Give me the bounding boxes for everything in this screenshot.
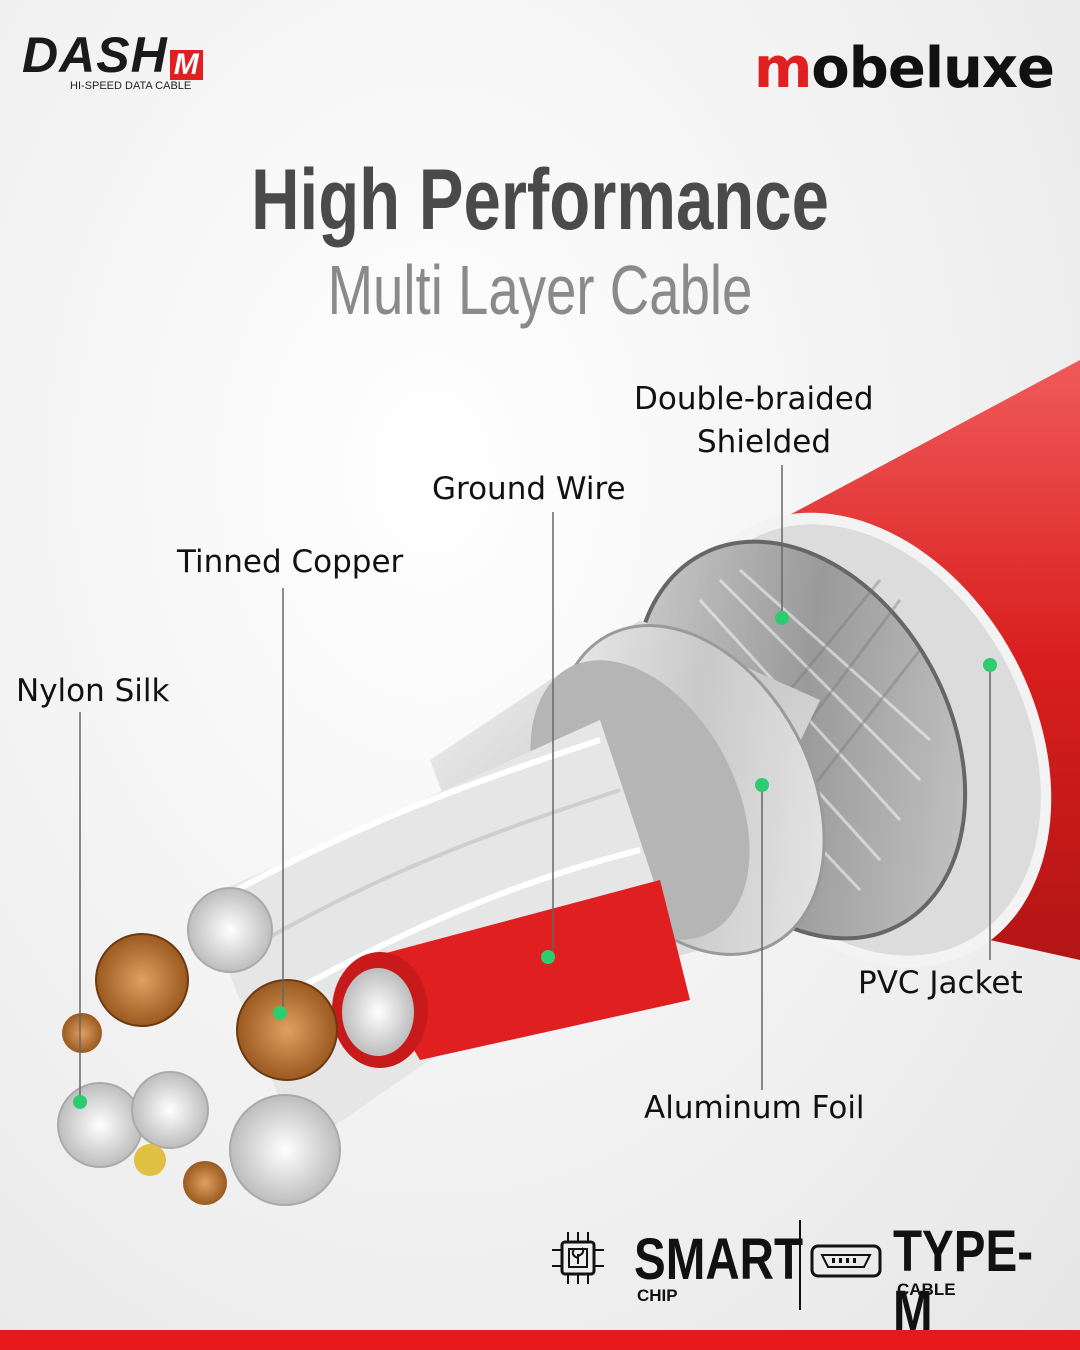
feature-divider (799, 1220, 801, 1310)
page-subtitle: Multi Layer Cable (327, 251, 753, 329)
dash-m-badge: M (169, 50, 203, 80)
chip-icon (548, 1228, 608, 1288)
dash-tagline: HI-SPEED DATA CABLE (70, 80, 192, 92)
label-double-braided-line2: Shielded (697, 424, 832, 460)
leader-lines (79, 465, 991, 1102)
feature-type-subtitle: CABLE (897, 1280, 956, 1299)
mobeluxe-logo: mobeluxe (753, 34, 1055, 104)
label-aluminum-foil: Aluminum Foil (644, 1090, 865, 1126)
usb-port-icon (810, 1242, 882, 1280)
dash-wordmark: DASH (22, 27, 168, 83)
footer-accent-bar (0, 1330, 1080, 1350)
marker-double-braided (775, 611, 789, 625)
marker-aluminum-foil (755, 778, 769, 792)
marker-nylon-silk (73, 1095, 87, 1109)
white-strand-bundles (57, 887, 341, 1206)
label-pvc-jacket: PVC Jacket (858, 965, 1023, 1001)
label-double-braided-line1: Double-braided (634, 381, 874, 417)
page-title: High Performance (251, 152, 829, 248)
label-ground-wire: Ground Wire (432, 471, 626, 507)
mobeluxe-logo-mark: m (753, 36, 812, 101)
label-nylon-silk: Nylon Silk (16, 673, 170, 709)
marker-pvc-jacket (983, 658, 997, 672)
ground-wire-shape (332, 880, 690, 1068)
marker-dots (73, 611, 997, 1109)
label-tinned-copper: Tinned Copper (177, 544, 404, 580)
feature-smart-subtitle: CHIP (637, 1286, 678, 1305)
marker-tinned-copper (273, 1006, 287, 1020)
feature-smart-title: SMART (634, 1227, 804, 1292)
copper-strand-bundles (62, 933, 338, 1205)
marker-ground-wire (541, 950, 555, 964)
mobeluxe-wordmark: obeluxe (811, 36, 1055, 101)
